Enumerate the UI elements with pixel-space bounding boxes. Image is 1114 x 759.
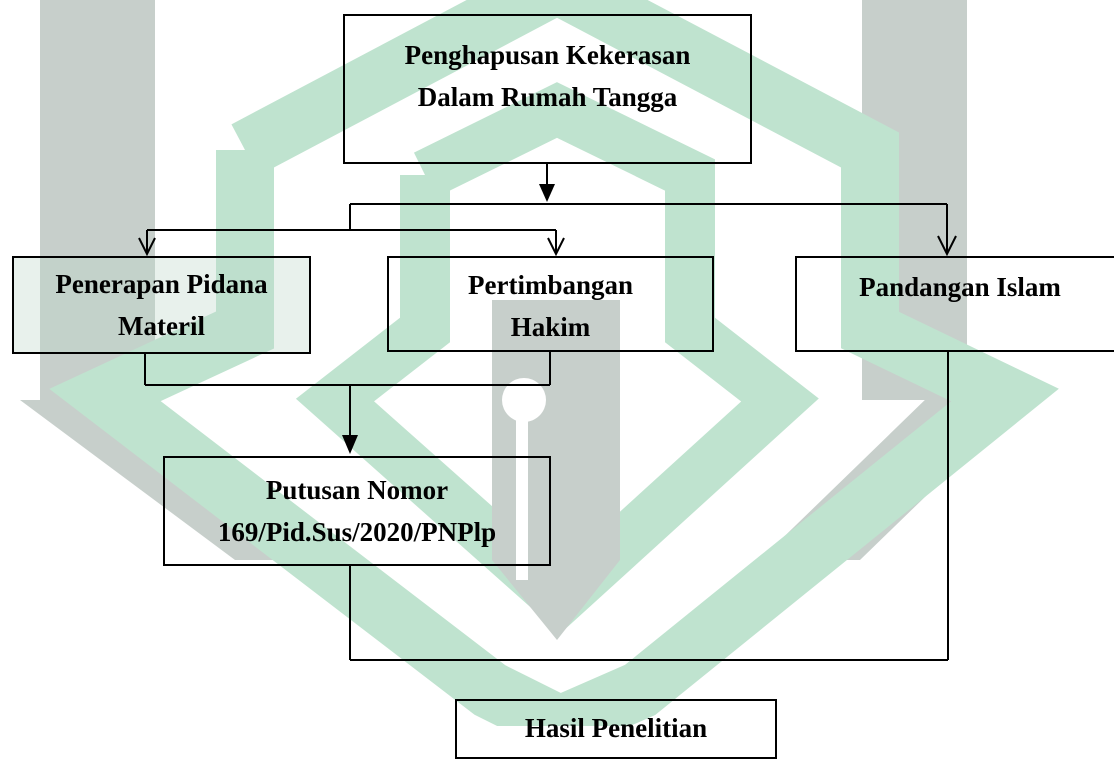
node-pidana-line1: Penerapan Pidana (55, 269, 268, 299)
arrowhead-to-putusan (342, 435, 358, 454)
node-putusan-line1: Putusan Nomor (265, 475, 449, 505)
connector-layer (138, 164, 957, 661)
arrowhead-root-down (539, 184, 555, 202)
watermark-inner-arch (295, 82, 819, 634)
watermark-pen-slit (516, 420, 528, 580)
node-hakim-line1: Pertimbangan (468, 270, 633, 300)
watermark-logo (20, 0, 1059, 726)
watermark-left-bar (40, 0, 155, 400)
watermark-outer-arch (49, 0, 1059, 726)
node-putusan-nomor: Putusan Nomor 169/Pid.Sus/2020/PNPlp (163, 456, 551, 566)
node-root-line2: Dalam Rumah Tangga (417, 82, 678, 112)
node-penghapusan-kekerasan: Penghapusan Kekerasan Dalam Rumah Tangga (343, 14, 752, 164)
watermark-pen-hole (502, 378, 546, 422)
node-putusan-line2: 169/Pid.Sus/2020/PNPlp (217, 517, 497, 547)
node-pandangan-islam: Pandangan Islam (795, 256, 1114, 352)
node-penerapan-pidana-materil: Penerapan Pidana Materil (12, 256, 311, 354)
arrowhead-to-pidana (138, 237, 156, 257)
arrowhead-to-islam (937, 235, 957, 257)
node-root-line1: Penghapusan Kekerasan (404, 40, 691, 70)
arrowhead-to-hakim (547, 237, 565, 257)
node-hakim-line2: Hakim (510, 312, 591, 342)
node-pertimbangan-hakim: Pertimbangan Hakim (387, 256, 714, 352)
node-islam-line1: Pandangan Islam (859, 272, 1061, 302)
node-pidana-line2: Materil (118, 311, 205, 341)
